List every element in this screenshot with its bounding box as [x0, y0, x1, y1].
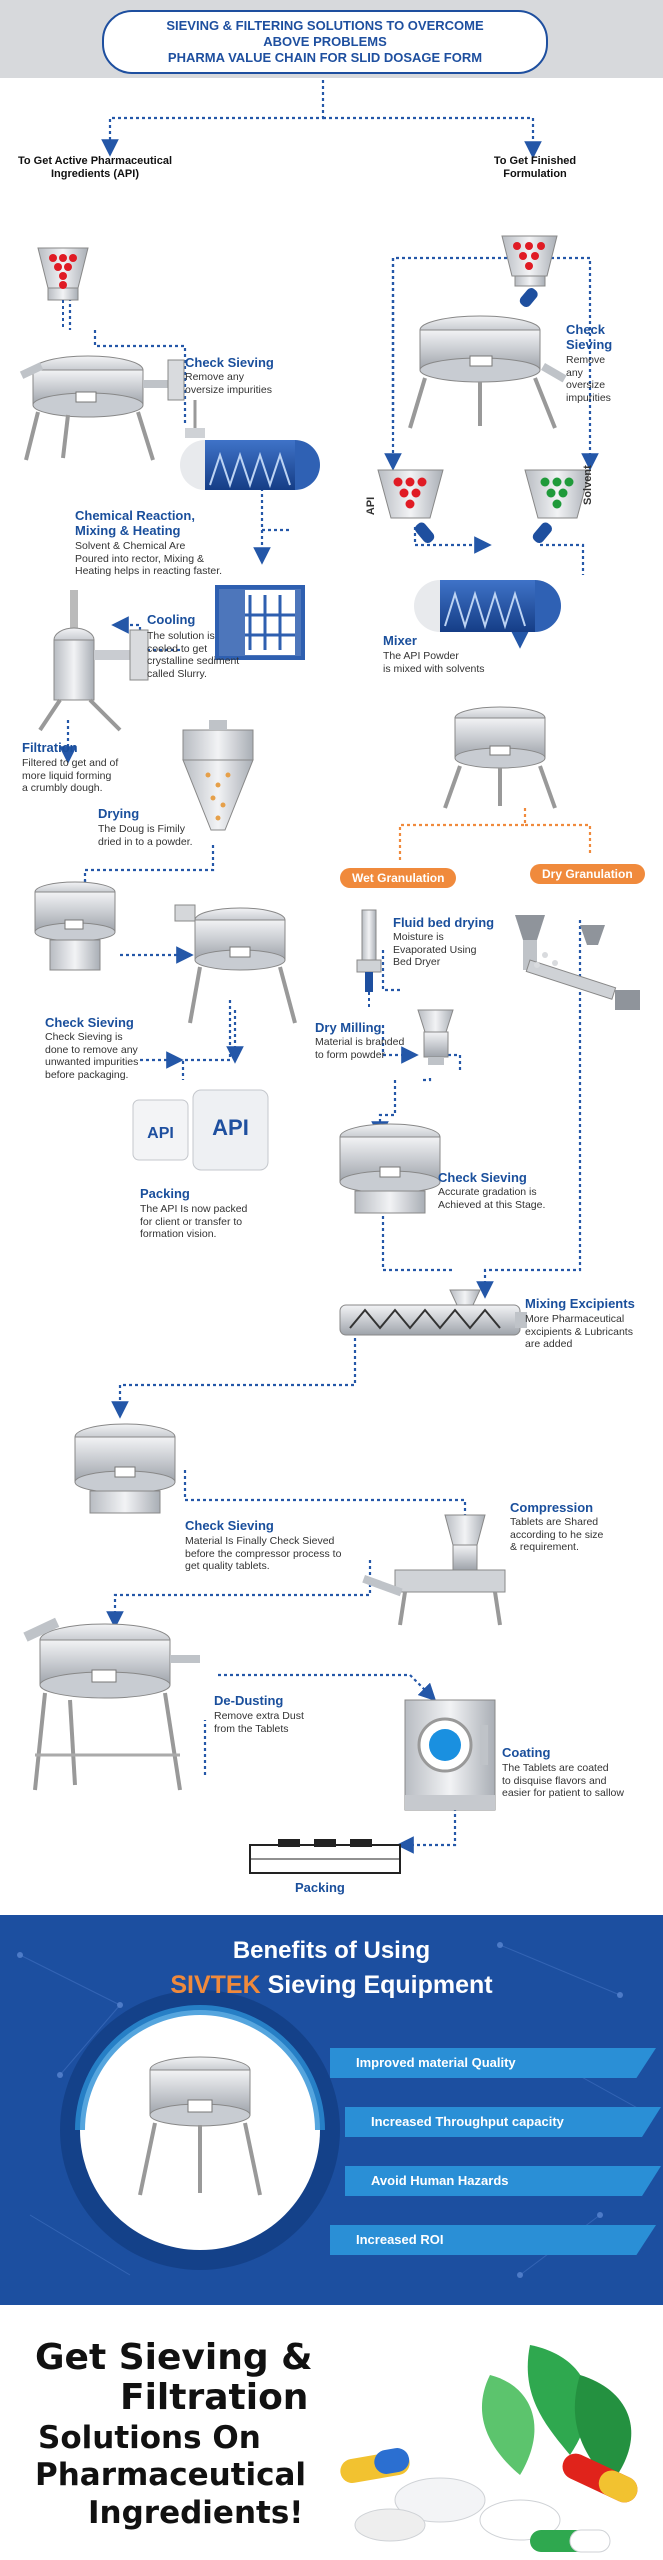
hopper-api-right	[377, 469, 444, 544]
brand-name: SIVTEK	[170, 1971, 261, 1999]
dedusting-machine	[23, 1617, 200, 1791]
flow-lines-orange	[398, 808, 592, 860]
benefit-item: Increased ROI	[330, 2225, 656, 2255]
benefits-subtitle: SIVTEK Sieving Equipment	[0, 1971, 663, 2000]
step-drying-desc: The Doug is Fimily dried in to a powder.	[98, 823, 193, 848]
headline-line-2: Filtration	[120, 2377, 309, 2418]
step-final-packing-title: Packing	[295, 1880, 345, 1895]
step-dry-milling-desc: Material is branded to form powder	[315, 1036, 405, 1061]
sieve-machine-right-1	[408, 315, 567, 429]
step-mixer-desc: The API Powder is mixed with solvents	[383, 650, 485, 675]
benefits-title: Benefits of Using	[232, 1937, 431, 1964]
benefits-section: Benefits of Using SIVTEK Sieving Equipme…	[0, 1915, 663, 2305]
mixer-tank	[414, 580, 561, 632]
cooling-tank	[215, 585, 305, 660]
step-final-check-sieving-title: Check Sieving	[185, 1518, 274, 1533]
step-packing-desc: The API Is now packed for client or tran…	[140, 1203, 248, 1240]
sieve-machine-center-2	[339, 1123, 441, 1214]
step-check-sieving-1-title: Check Sieving	[185, 355, 274, 370]
step-chemical-reaction-desc: Solvent & Chemical Are Poured into recto…	[75, 540, 223, 577]
step-dry-milling-title: Dry Milling	[315, 1020, 382, 1035]
benefit-item: Improved material Quality	[330, 2048, 656, 2078]
step-check-sieving-2-title: Check Sieving	[45, 1015, 134, 1030]
flow-lines	[59, 80, 599, 1080]
hopper-api-left	[37, 247, 89, 301]
step-right-check-sieving-title: Check Sieving	[566, 322, 613, 352]
dry-granulator	[515, 915, 640, 1010]
benefit-item: Avoid Human Hazards	[345, 2166, 661, 2196]
step-fluid-bed-title: Fluid bed drying	[393, 915, 495, 930]
packing-conveyor	[249, 1839, 401, 1874]
headline-line-4: Pharmaceutical	[35, 2457, 307, 2493]
step-compression-title: Compression	[510, 1500, 594, 1515]
step-final-check-sieving-desc: Material Is Finally Check Sieved before …	[185, 1535, 342, 1572]
api-bag-small-label: API	[147, 1125, 174, 1142]
sieve-machine-right-2	[443, 706, 557, 809]
step-coating-desc: The Tablets are coated to disquise flavo…	[502, 1762, 624, 1799]
fluid-bed-dryer	[356, 909, 382, 1010]
step-mixing-excipients-title: Mixing Excipients	[525, 1296, 635, 1311]
page-title: SIEVING & FILTERING SOLUTIONS TO OVERCOM…	[102, 10, 548, 74]
step-mixer-title: Mixer	[383, 633, 417, 648]
sieve-machine-left-2	[34, 881, 116, 971]
title-line-1: SIEVING & FILTERING SOLUTIONS TO OVERCOM…	[166, 18, 484, 33]
step-right-check-sieving-desc: Remove any oversize impurities	[566, 354, 611, 404]
coating-machine	[404, 1699, 496, 1811]
step-filtration-desc: Filtered to get and of more liquid formi…	[22, 757, 119, 794]
sieve-machine-center	[174, 904, 297, 1024]
step-packing-title: Packing	[140, 1186, 190, 1201]
flow-lines-lower	[106, 920, 582, 1854]
dry-mill	[417, 1009, 454, 1065]
step-filtration-title: Filtration	[22, 740, 78, 755]
dry-granulation-badge: Dry Granulation	[530, 864, 645, 884]
headline-line-5: Ingredients!	[88, 2495, 304, 2531]
benefit-item: Increased Throughput capacity	[345, 2107, 661, 2137]
title-line-2: ABOVE PROBLEMS	[263, 34, 387, 49]
pills-and-leaves-illustration	[340, 2345, 638, 2553]
headline-line-1: Get Sieving &	[35, 2337, 313, 2378]
benefits-sieve-machine	[138, 2056, 262, 2196]
step-right-check-sieving-2-desc: Accurate gradation is Achieved at this S…	[438, 1186, 546, 1211]
step-check-sieving-2-desc: Check Sieving is done to remove any unwa…	[45, 1031, 139, 1081]
sieve-machine-left-1	[19, 355, 185, 461]
step-de-dusting-desc: Remove extra Dust from the Tablets	[214, 1710, 304, 1735]
filtration-machine	[38, 590, 149, 732]
step-cooling-desc: The solution is cooled to get crystallin…	[147, 630, 240, 680]
api-bags	[132, 1089, 269, 1171]
sieve-machine-left-3	[74, 1423, 176, 1514]
hopper-top-right	[501, 235, 558, 308]
hopper-solvent	[524, 469, 591, 544]
title-line-3: PHARMA VALUE CHAIN FOR SLID DOSAGE FORM	[167, 50, 483, 65]
step-compression-desc: Tablets are Shared according to he size …	[510, 1516, 604, 1553]
wet-granulation-badge: Wet Granulation	[340, 868, 457, 888]
step-cooling-title: Cooling	[147, 612, 196, 627]
step-drying-title: Drying	[98, 806, 140, 821]
benefits-network-background	[17, 1942, 653, 2278]
step-right-check-sieving-2-title: Check Sieving	[438, 1170, 527, 1185]
left-branch-heading: To Get Active Pharmaceutical Ingredients…	[17, 155, 173, 180]
step-coating-title: Coating	[502, 1745, 551, 1760]
api-bag-large-label: API	[212, 1115, 249, 1140]
flow-diagram	[19, 80, 640, 1874]
step-mixing-excipients-desc: More Pharmaceutical excipients & Lubrica…	[525, 1313, 633, 1350]
bottom-headline: Get Sieving & Filtration Solutions On Ph…	[0, 2305, 663, 2560]
step-chemical-reaction-title: Chemical Reaction, Mixing & Heating	[75, 508, 195, 538]
hopper-api-label: API	[365, 496, 378, 516]
step-check-sieving-1-desc: Remove any oversize impurities	[185, 371, 272, 396]
compression-machine	[362, 1514, 506, 1626]
step-fluid-bed-desc: Moisture is Evaporated Using Bed Dryer	[393, 931, 477, 968]
reactor-tank	[180, 400, 320, 490]
right-branch-heading: To Get Finished Formulation	[493, 155, 577, 180]
step-de-dusting-title: De-Dusting	[214, 1693, 284, 1708]
drying-cone	[182, 720, 254, 831]
headline-line-3: Solutions On	[38, 2420, 261, 2456]
hopper-solvent-label: Solvent	[582, 465, 594, 505]
excipient-mixer	[339, 1289, 527, 1336]
benefits-subtitle-rest: Sieving Equipment	[260, 1971, 493, 1999]
